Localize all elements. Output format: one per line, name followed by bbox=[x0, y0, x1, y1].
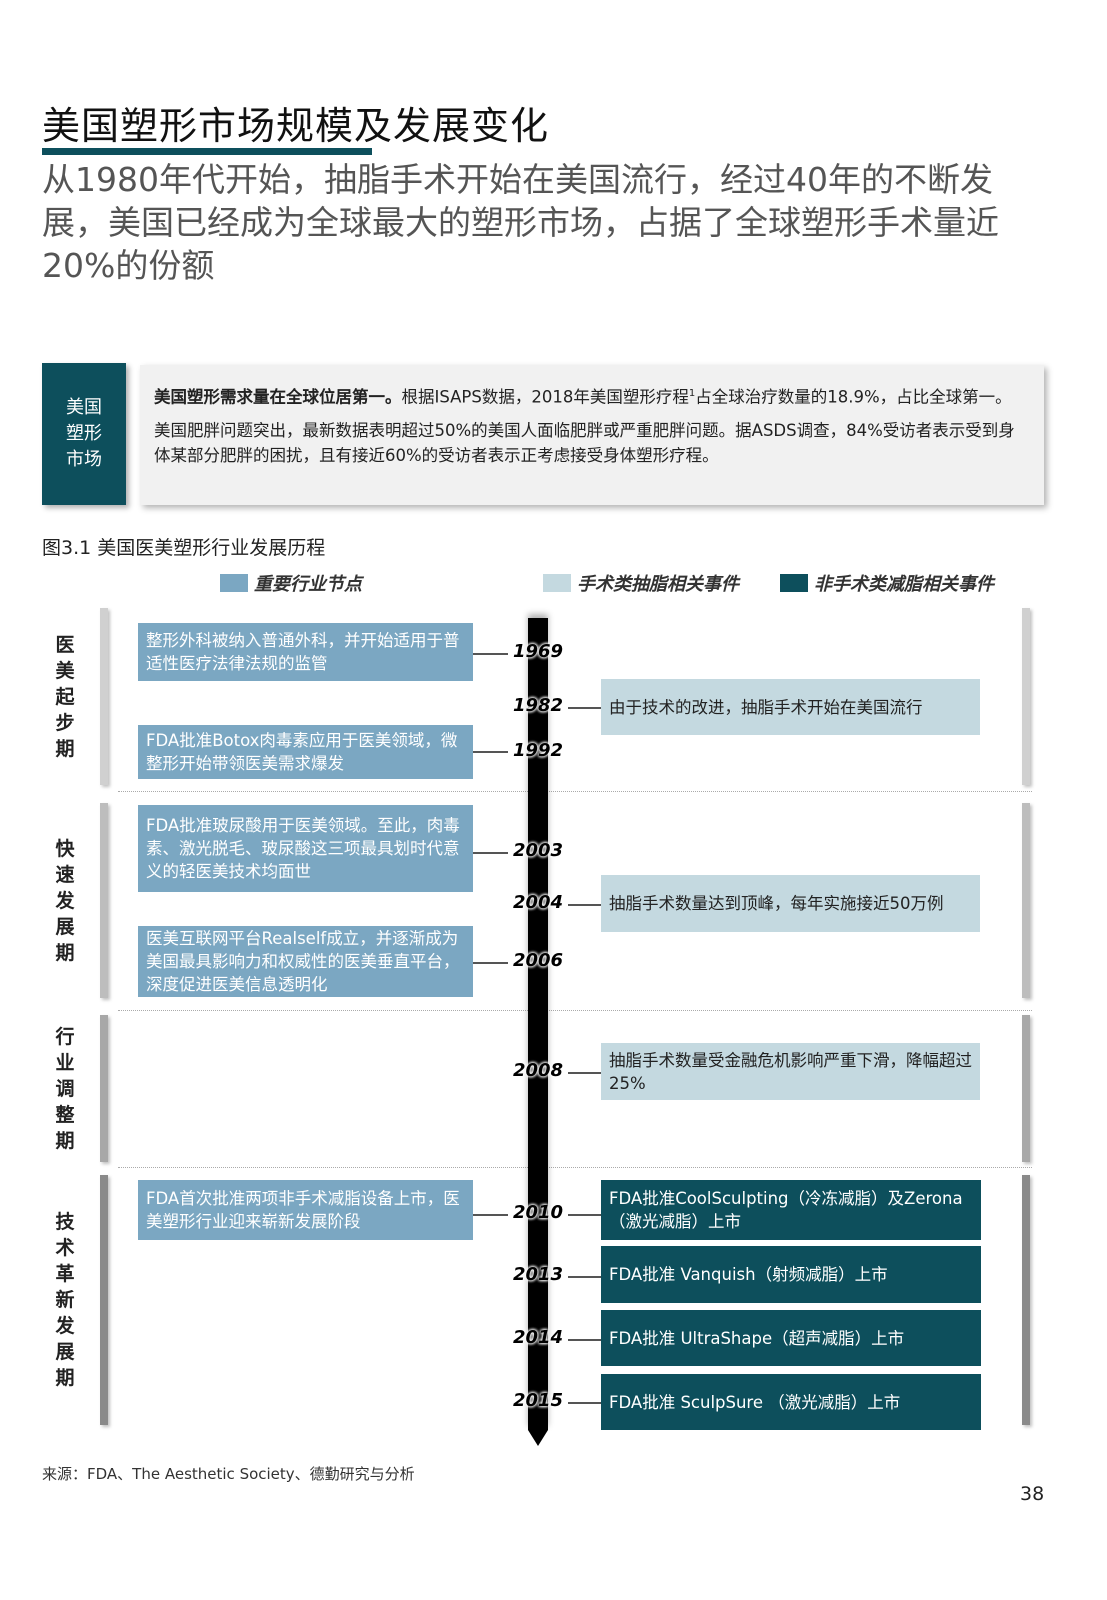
legend-item: 非手术类减脂相关事件 bbox=[780, 570, 994, 596]
connector bbox=[473, 1214, 508, 1216]
connector bbox=[473, 852, 508, 854]
legend-swatch bbox=[220, 574, 248, 592]
title-underline bbox=[42, 148, 372, 155]
phase-divider bbox=[118, 1010, 1032, 1011]
figure-title: 图3.1 美国医美塑形行业发展历程 bbox=[42, 537, 326, 559]
page-number: 38 bbox=[1020, 1483, 1045, 1505]
source-note: 来源：FDA、The Aesthetic Society、德勤研究与分析 bbox=[42, 1465, 415, 1483]
event-box-2010-left: FDA首次批准两项非手术减脂设备上市，医美塑形行业迎来崭新发展阶段 bbox=[138, 1180, 473, 1240]
phase-bar bbox=[1022, 608, 1030, 785]
connector bbox=[568, 1214, 601, 1216]
legend-item: 手术类抽脂相关事件 bbox=[543, 570, 739, 596]
connector bbox=[568, 1402, 601, 1404]
event-box-2014: FDA批准 UltraShape（超声减脂）上市 bbox=[601, 1310, 981, 1366]
event-box-2015: FDA批准 SculpSure （激光减脂）上市 bbox=[601, 1374, 981, 1430]
year-label: 1992 bbox=[512, 740, 564, 761]
event-box-2010-right: FDA批准CoolSculpting（冷冻减脂）及Zerona（激光减脂）上市 bbox=[601, 1180, 981, 1240]
timeline-spine bbox=[528, 618, 548, 1430]
year-label: 2015 bbox=[512, 1390, 564, 1411]
connector bbox=[473, 653, 508, 655]
legend-label: 非手术类减脂相关事件 bbox=[814, 574, 994, 595]
connector bbox=[473, 751, 508, 753]
connector bbox=[568, 1072, 601, 1074]
event-box-2003: FDA批准玻尿酸用于医美领域。至此，肉毒素、激光脱毛、玻尿酸这三项最具划时代意义… bbox=[138, 805, 473, 892]
legend-swatch bbox=[543, 574, 571, 592]
section-tag: 美国塑形市场 bbox=[42, 363, 126, 505]
year-label: 2003 bbox=[512, 840, 564, 861]
info-paragraph-1: 美国塑形需求量在全球位居第一。根据ISAPS数据，2018年美国塑形疗程1占全球… bbox=[154, 381, 1030, 410]
info-paragraph-2: 美国肥胖问题突出，最新数据表明超过50%的美国人面临肥胖或严重肥胖问题。据ASD… bbox=[154, 420, 1015, 465]
connector bbox=[568, 904, 601, 906]
connector bbox=[568, 707, 601, 709]
year-label: 2006 bbox=[512, 950, 564, 971]
phase-bar bbox=[1022, 1015, 1030, 1162]
phase-divider bbox=[118, 791, 1032, 792]
info-text: 根据ISAPS数据，2018年美国塑形疗程 bbox=[401, 387, 689, 407]
page-subtitle: 从1980年代开始，抽脂手术开始在美国流行，经过40年的不断发展，美国已经成为全… bbox=[42, 160, 999, 285]
event-box-1969: 整形外科被纳入普通外科，并开始适用于普适性医疗法律法规的监管 bbox=[138, 623, 473, 681]
phase-label: 医美起步期 bbox=[55, 633, 75, 760]
footnote-mark: 1 bbox=[688, 388, 696, 399]
phase-label: 技术革新发展期 bbox=[55, 1211, 75, 1389]
connector bbox=[568, 1276, 601, 1278]
legend-label: 手术类抽脂相关事件 bbox=[577, 574, 739, 595]
phase-bar bbox=[100, 1175, 108, 1425]
legend-swatch bbox=[780, 574, 808, 592]
info-bold: 美国塑形需求量在全球位居第一。 bbox=[154, 387, 402, 407]
section-tag-label: 美国塑形市场 bbox=[66, 397, 102, 470]
event-box-1982: 由于技术的改进，抽脂手术开始在美国流行 bbox=[601, 679, 980, 735]
year-label: 2010 bbox=[512, 1202, 564, 1223]
year-label: 2013 bbox=[512, 1264, 564, 1285]
phase-bar bbox=[1022, 1175, 1030, 1425]
event-box-2004: 抽脂手术数量达到顶峰，每年实施接近50万例 bbox=[601, 875, 980, 932]
phase-bar bbox=[100, 803, 108, 998]
page-title: 美国塑形市场规模及发展变化 bbox=[42, 104, 550, 148]
year-label: 1969 bbox=[512, 641, 564, 662]
legend-label: 重要行业节点 bbox=[254, 574, 362, 595]
event-box-2006: 医美互联网平台Realself成立，并逐渐成为美国最具影响力和权威性的医美垂直平… bbox=[138, 926, 473, 997]
year-label: 1982 bbox=[512, 695, 564, 716]
phase-label: 行业调整期 bbox=[55, 1025, 75, 1152]
year-label: 2008 bbox=[512, 1060, 564, 1081]
phase-bar bbox=[100, 608, 108, 785]
connector bbox=[568, 1339, 601, 1341]
event-box-1992: FDA批准Botox肉毒素应用于医美领域，微整形开始带领医美需求爆发 bbox=[138, 725, 473, 779]
phase-bar bbox=[100, 1015, 108, 1162]
phase-label: 快速发展期 bbox=[55, 837, 75, 964]
event-box-2013: FDA批准 Vanquish（射频减脂）上市 bbox=[601, 1246, 981, 1303]
phase-divider bbox=[118, 1167, 1032, 1168]
info-box: 美国塑形需求量在全球位居第一。根据ISAPS数据，2018年美国塑形疗程1占全球… bbox=[140, 365, 1044, 505]
event-box-2008: 抽脂手术数量受金融危机影响严重下滑，降幅超过25% bbox=[601, 1043, 980, 1100]
year-label: 2014 bbox=[512, 1327, 564, 1348]
year-label: 2004 bbox=[512, 892, 564, 913]
phase-bar bbox=[1022, 803, 1030, 998]
legend-item: 重要行业节点 bbox=[220, 570, 362, 596]
connector bbox=[473, 962, 508, 964]
info-text: 占全球治疗数量的18.9%，占比全球第一。 bbox=[695, 387, 1012, 407]
timeline-arrow-icon bbox=[528, 1430, 548, 1446]
